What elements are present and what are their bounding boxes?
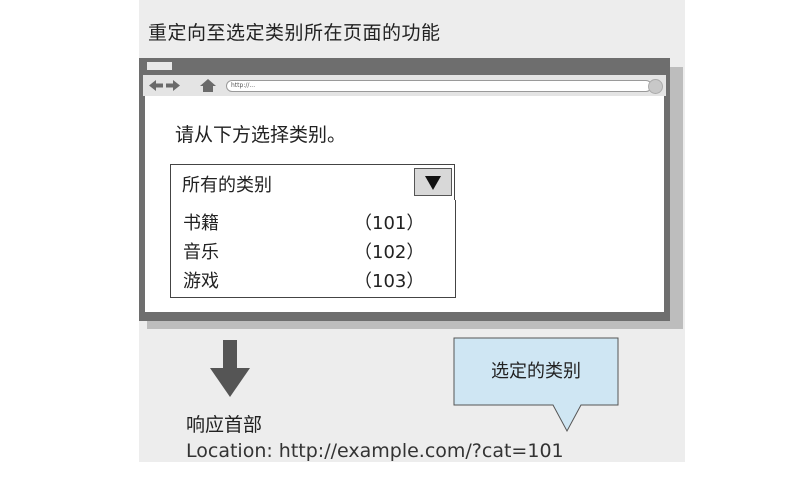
forward-arrow-icon[interactable] xyxy=(165,75,181,96)
browser-tab[interactable] xyxy=(147,62,172,70)
option-games[interactable]: 游戏 （103） xyxy=(183,267,453,295)
option-value: （101） xyxy=(354,213,425,234)
browser-status-icon xyxy=(648,79,663,94)
option-name: 书籍 xyxy=(183,213,219,234)
response-header-label: 响应首部 xyxy=(186,414,263,436)
option-value: （103） xyxy=(354,271,425,292)
option-name: 游戏 xyxy=(183,271,219,292)
option-name: 音乐 xyxy=(183,242,219,263)
select-options-list: 书籍 （101） 音乐 （102） 游戏 （103） xyxy=(170,200,456,298)
down-arrow-icon xyxy=(210,340,250,402)
callout-label: 选定的类别 xyxy=(491,361,581,382)
page-prompt: 请从下方选择类别。 xyxy=(175,124,347,146)
category-select[interactable]: 所有的类别 xyxy=(170,164,455,201)
callout-bubble xyxy=(453,337,623,441)
home-icon[interactable] xyxy=(199,75,217,96)
triangle-down-icon xyxy=(425,176,441,190)
address-bar[interactable]: http://... xyxy=(226,80,652,92)
select-selected-value: 所有的类别 xyxy=(182,175,272,196)
option-value: （102） xyxy=(354,242,425,263)
option-music[interactable]: 音乐 （102） xyxy=(183,238,453,266)
diagram-title: 重定向至选定类别所在页面的功能 xyxy=(148,22,441,44)
location-header: Location: http://example.com/?cat=101 xyxy=(186,440,564,462)
option-books[interactable]: 书籍 （101） xyxy=(183,209,453,237)
dropdown-button[interactable] xyxy=(414,168,452,196)
back-arrow-icon[interactable] xyxy=(148,75,164,96)
